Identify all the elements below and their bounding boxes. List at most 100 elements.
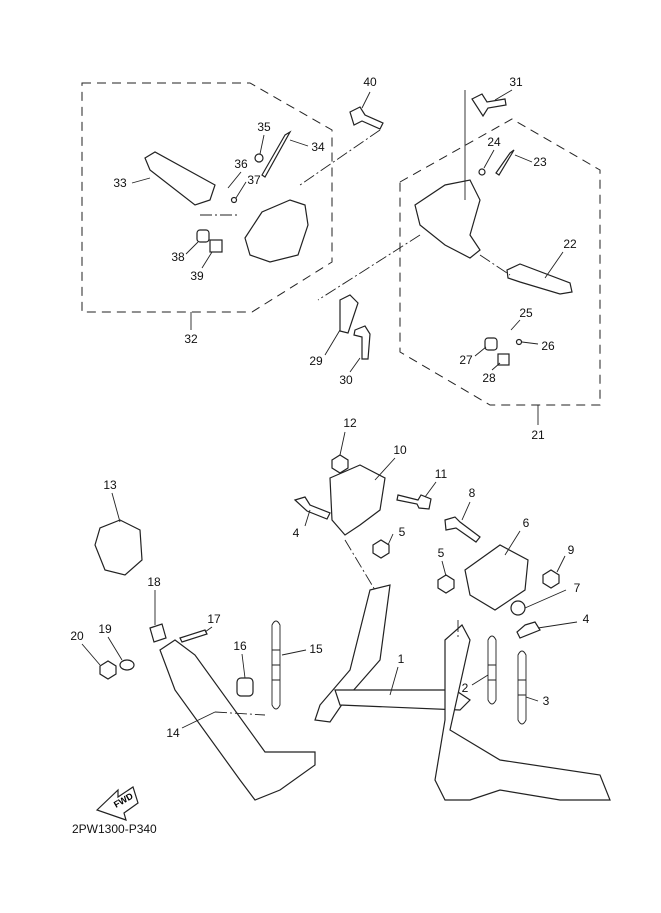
- leader-line: [514, 154, 533, 163]
- leader-line: [504, 530, 521, 556]
- bolt-31: [471, 93, 507, 118]
- spring-2: [487, 635, 497, 705]
- leader-line: [185, 241, 199, 255]
- washer-19: [119, 659, 135, 671]
- leader-line: [339, 431, 346, 456]
- callout-30: 30: [339, 373, 353, 387]
- callout-12: 12: [343, 416, 357, 430]
- leader-line: [289, 139, 309, 147]
- leader-line: [235, 181, 247, 199]
- leader-line: [556, 555, 566, 573]
- ball-37: [230, 196, 238, 204]
- callout-7: 7: [573, 581, 581, 595]
- leader-line: [204, 626, 213, 633]
- callout-4: 4: [292, 526, 300, 540]
- leader-line: [510, 319, 521, 331]
- assembly-line: [344, 539, 376, 591]
- leader-line: [349, 357, 361, 373]
- leader-line: [131, 177, 151, 184]
- mainstand-1: [314, 584, 391, 723]
- leader-line: [494, 89, 513, 101]
- sidestand-14: [159, 639, 316, 801]
- leader-line: [181, 711, 216, 729]
- nut-9: [542, 569, 560, 589]
- callout-22: 22: [563, 237, 577, 251]
- callout-11: 11: [434, 467, 448, 481]
- callout-37: 37: [247, 173, 261, 187]
- callout-19: 19: [98, 622, 112, 636]
- callout-18: 18: [147, 575, 161, 589]
- pin-34: [261, 130, 292, 178]
- link-29: [339, 294, 359, 334]
- leader-line: [424, 481, 437, 498]
- leader-line: [227, 171, 242, 189]
- bolt-4b: [516, 621, 541, 639]
- ball-26: [515, 338, 523, 346]
- spring-3: [517, 650, 527, 725]
- callout-24: 24: [487, 135, 501, 149]
- spring-15: [271, 620, 281, 710]
- leader-line: [461, 501, 471, 521]
- leader-line: [259, 134, 265, 155]
- leader-line: [107, 636, 123, 661]
- callout-9: 9: [567, 543, 575, 557]
- group-outline-21: [399, 118, 601, 406]
- damper-38: [196, 229, 210, 243]
- callout-15: 15: [309, 642, 323, 656]
- bolt-4a: [293, 496, 331, 520]
- leader-line: [544, 251, 564, 279]
- collar-18: [149, 623, 167, 643]
- callout-34: 34: [311, 140, 325, 154]
- callout-36: 36: [234, 157, 248, 171]
- bracket-10: [329, 464, 386, 536]
- bolt-30: [353, 325, 371, 360]
- collar-7: [510, 600, 526, 616]
- callout-17: 17: [207, 612, 221, 626]
- callout-35: 35: [257, 120, 271, 134]
- leader-line: [241, 653, 246, 679]
- rubber-16: [236, 677, 254, 697]
- callout-27: 27: [459, 353, 473, 367]
- nut-12: [331, 454, 349, 474]
- nut-5b: [437, 574, 455, 594]
- bolt-11: [396, 494, 432, 510]
- footrest-33: [144, 151, 216, 206]
- diagram-code: 2PW1300-P340: [72, 822, 157, 836]
- callout-14: 14: [166, 726, 180, 740]
- callout-25: 25: [519, 306, 533, 320]
- leader-line: [521, 341, 539, 345]
- callout-13: 13: [103, 478, 117, 492]
- nut-20: [99, 660, 117, 680]
- callout-28: 28: [482, 371, 496, 385]
- assembly-line: [299, 129, 381, 186]
- leader-line: [374, 457, 396, 481]
- footrest-bracket-right: [414, 179, 481, 259]
- group-outline-32: [81, 82, 333, 313]
- callout-4: 4: [582, 612, 590, 626]
- bolt-40: [349, 106, 384, 130]
- footrest-bracket-left: [244, 199, 309, 263]
- callout-2: 2: [461, 681, 469, 695]
- leader-line: [304, 509, 311, 527]
- callout-33: 33: [113, 176, 127, 190]
- callout-31: 31: [509, 75, 523, 89]
- mainstand-leg: [434, 624, 611, 801]
- plate-28: [497, 353, 510, 366]
- callout-8: 8: [468, 486, 476, 500]
- plate-39: [209, 239, 223, 253]
- leader-line: [441, 560, 447, 577]
- assembly-line: [214, 711, 266, 716]
- washer-24: [478, 168, 486, 176]
- pin-23: [495, 149, 515, 176]
- leader-line: [525, 696, 539, 702]
- callout-1: 1: [397, 652, 405, 666]
- leader-line: [537, 621, 578, 629]
- assembly-line: [479, 254, 511, 276]
- callout-32: 32: [184, 332, 198, 346]
- callout-26: 26: [541, 339, 555, 353]
- bracket-13: [94, 519, 143, 576]
- callout-3: 3: [542, 694, 550, 708]
- callout-29: 29: [309, 354, 323, 368]
- footrest-22: [506, 263, 573, 295]
